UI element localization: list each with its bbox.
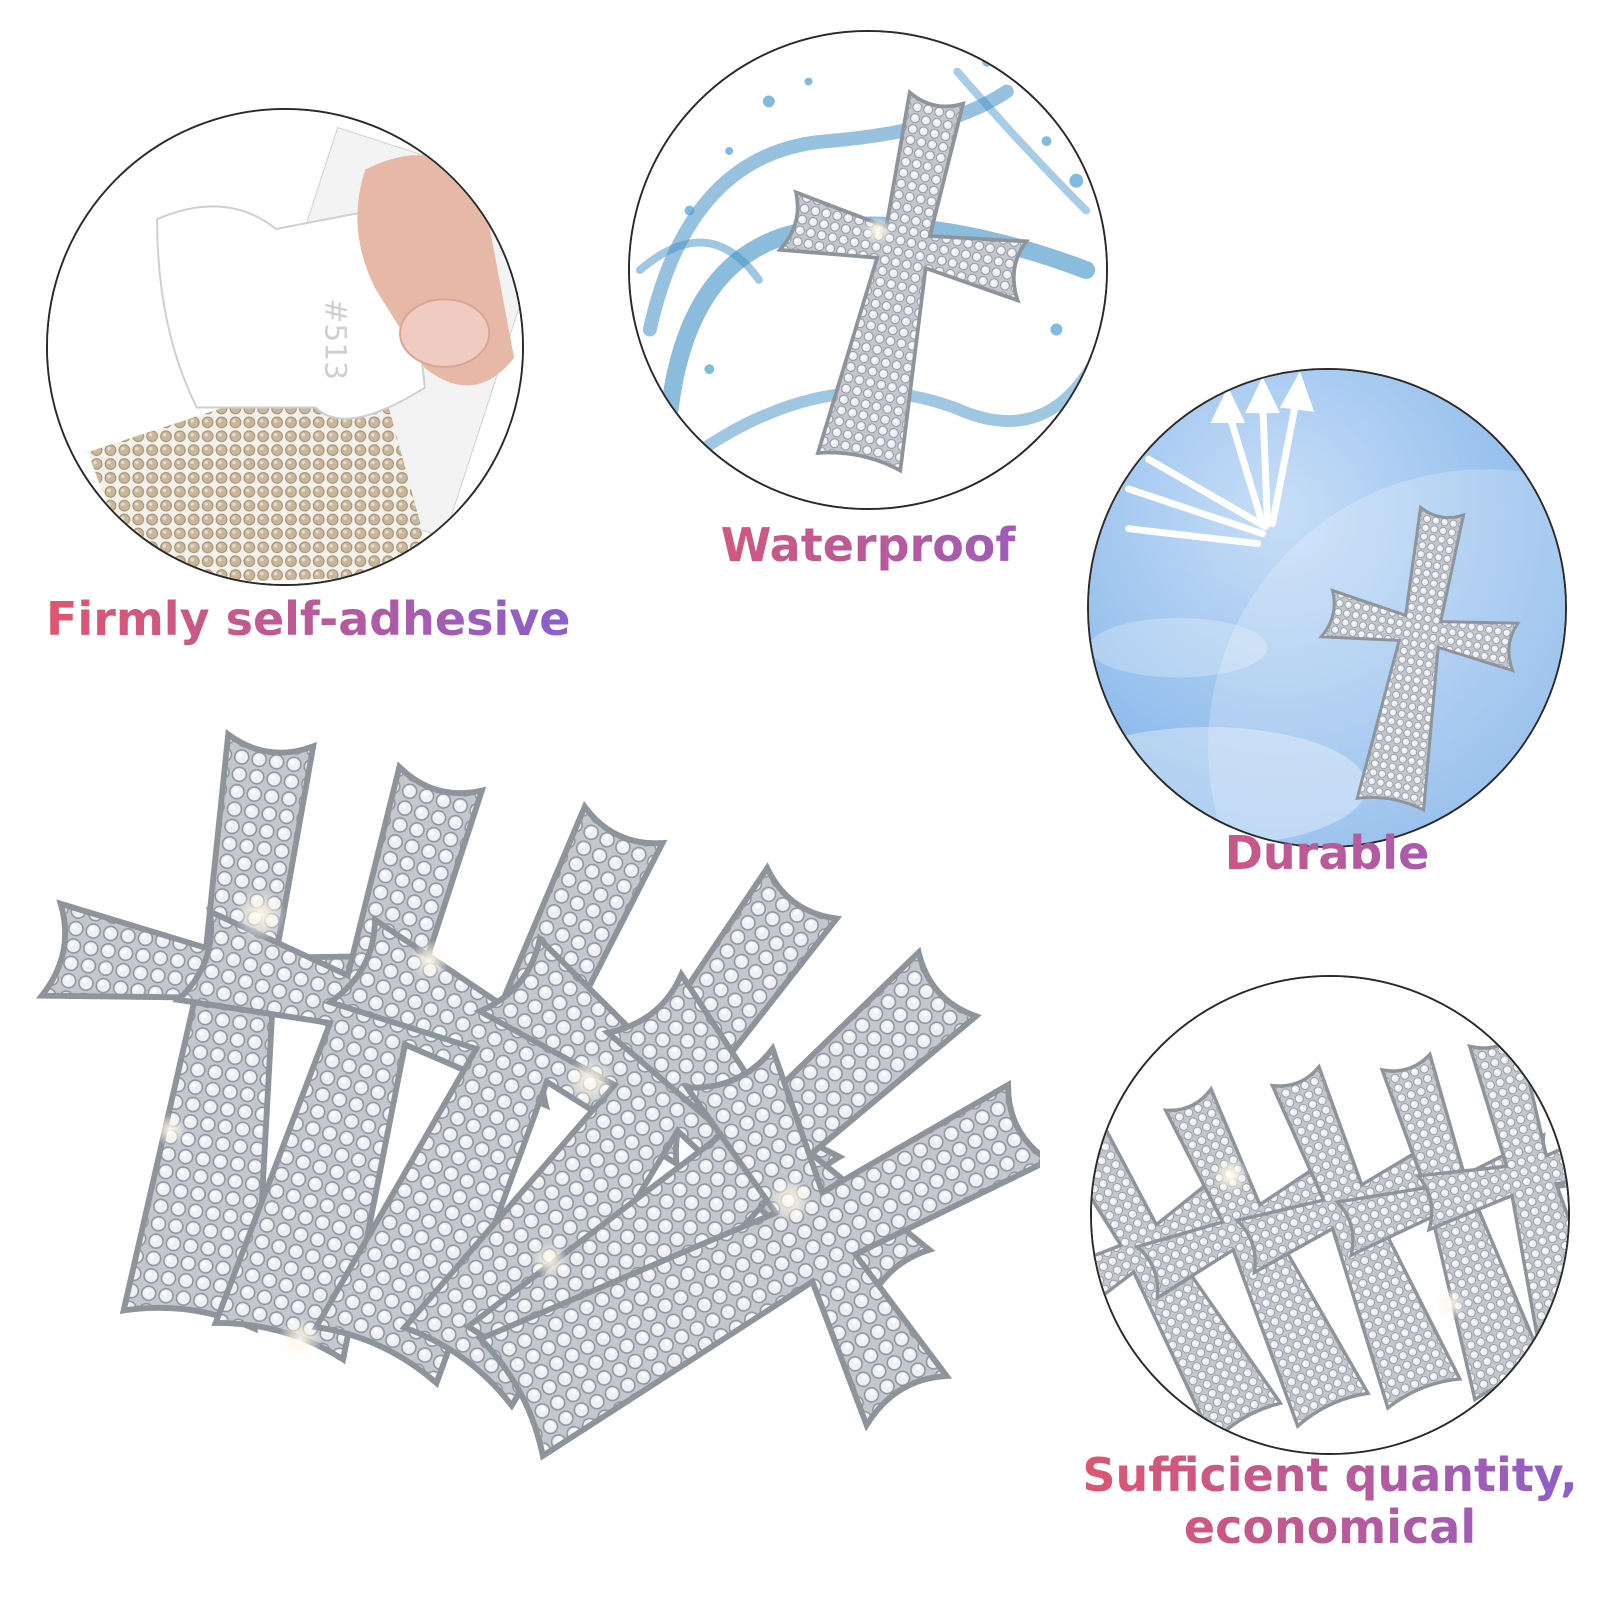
waterproof-caption: Waterproof <box>628 519 1108 572</box>
durable-photo <box>1087 368 1567 848</box>
cross-stickers-fan <box>30 700 1040 1580</box>
adhesive-illustration: #513 #513 <box>48 110 522 584</box>
quantity-caption: Sufficient quantity, economical <box>1070 1450 1590 1553</box>
waterproof-illustration <box>630 32 1106 508</box>
waterproof-photo <box>628 30 1108 510</box>
quantity-caption-line2: economical <box>1183 1499 1477 1554</box>
adhesive-photo: #513 #513 <box>46 108 524 586</box>
durable-caption: Durable <box>1087 827 1567 880</box>
quantity-illustration <box>1092 977 1568 1453</box>
adhesive-caption: Firmly self-adhesive <box>46 592 571 646</box>
svg-text:#513: #513 <box>318 298 353 380</box>
finger-icon <box>357 155 515 386</box>
quantity-photo <box>1090 975 1570 1455</box>
quantity-caption-line1: Sufficient quantity, <box>1082 1448 1578 1502</box>
sun-rays-icon <box>1125 371 1315 548</box>
durable-illustration <box>1089 370 1565 846</box>
